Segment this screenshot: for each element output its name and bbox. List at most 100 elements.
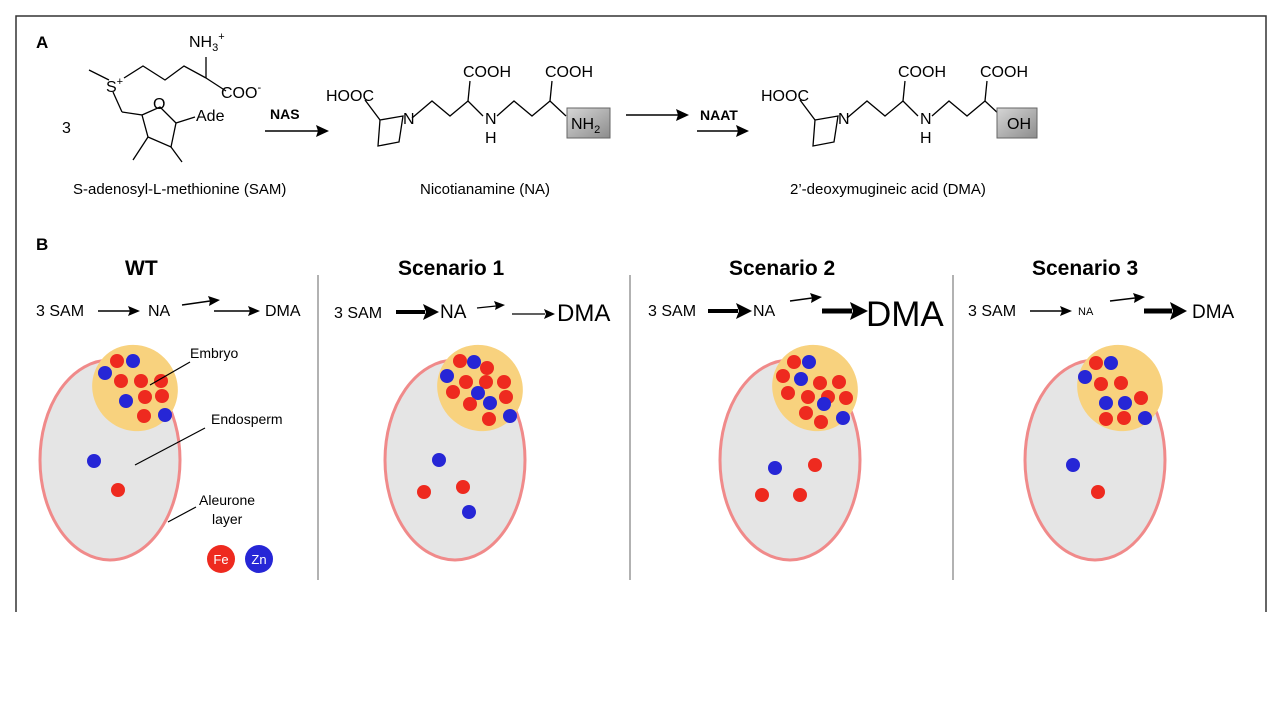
zinc-dot — [802, 355, 816, 369]
aleurone-pointer — [167, 506, 197, 523]
iron-dot — [155, 389, 169, 403]
zinc-dot — [1066, 458, 1080, 472]
pathway-dma: DMA — [557, 300, 610, 327]
dma-cooh2-label: COOH — [980, 64, 1028, 81]
embryo-dots — [417, 354, 517, 519]
pathway-sam: 3 SAM — [648, 303, 696, 320]
iron-dot — [1134, 391, 1148, 405]
pathway-arrow-2 — [181, 296, 220, 306]
pathway-na: NA — [753, 303, 776, 320]
na-cooh2-label: COOH — [545, 64, 593, 81]
zinc-dot — [119, 394, 133, 408]
iron-dot — [114, 374, 128, 388]
na-cooh1-label: COOH — [463, 64, 511, 81]
pathway-arrow-2 — [476, 301, 505, 310]
pathway-sam: 3 SAM — [36, 303, 84, 320]
iron-dot — [793, 488, 807, 502]
pathway-dma: DMA — [1192, 302, 1235, 323]
pathway-sam: 3 SAM — [334, 305, 382, 322]
figure-frame — [15, 15, 1267, 612]
endosperm-annotation: Endosperm — [211, 411, 283, 427]
embryo-dots — [87, 354, 172, 497]
na-hooc-label: HOOC — [326, 88, 374, 105]
legend-zn-swatch — [245, 545, 273, 573]
column-title: Scenario 2 — [729, 257, 835, 280]
dma-hydroxyl-highlight — [996, 107, 1038, 139]
iron-dot — [497, 375, 511, 389]
sam-structure — [88, 57, 227, 163]
iron-dot — [1099, 412, 1113, 426]
zinc-dot — [87, 454, 101, 468]
embryo-dots — [1066, 356, 1152, 499]
zinc-dot — [1099, 396, 1113, 410]
zinc-dot — [467, 355, 481, 369]
iron-dot — [1089, 356, 1103, 370]
pathway-arrow-2 — [789, 293, 822, 303]
iron-dot — [134, 374, 148, 388]
iron-dot — [480, 361, 494, 375]
iron-dot — [832, 375, 846, 389]
aleurone-annotation-line1: Aleurone — [199, 492, 255, 508]
iron-dot — [463, 397, 477, 411]
na-caption: Nicotianamine (NA) — [420, 181, 550, 198]
zinc-dot — [794, 372, 808, 386]
zinc-dot — [471, 386, 485, 400]
pathway-na: NA — [1078, 306, 1094, 318]
embryo-dots — [755, 355, 853, 502]
iron-dot — [1114, 376, 1128, 390]
pathway-arrow-3 — [512, 309, 555, 319]
iron-dot — [459, 375, 473, 389]
column-scenario-1: Scenario 1 3 SAM NA DMA — [334, 257, 610, 562]
pathway-na: NA — [440, 302, 467, 323]
column-title: WT — [125, 257, 158, 280]
iron-dot — [799, 406, 813, 420]
pathway-arrow-1 — [1030, 306, 1072, 316]
iron-dot — [446, 385, 460, 399]
iron-dot — [137, 409, 151, 423]
sam-caption: S-adenosyl-L-methionine (SAM) — [73, 181, 286, 198]
pathway-arrow-1 — [396, 304, 439, 320]
zinc-dot — [1118, 396, 1132, 410]
dma-h-label: H — [920, 130, 932, 147]
sam-ade-label: Ade — [196, 108, 225, 125]
zinc-dot — [98, 366, 112, 380]
dma-hooc-label: HOOC — [761, 88, 809, 105]
pathway-dma: DMA — [265, 303, 301, 320]
zinc-dot — [126, 354, 140, 368]
zinc-dot — [768, 461, 782, 475]
na-ring-nitrogen: N — [403, 111, 415, 128]
nas-arrow — [265, 125, 329, 137]
pathway-dma: DMA — [866, 295, 944, 334]
iron-dot — [417, 485, 431, 499]
panel-b-label: B — [36, 235, 48, 254]
legend-fe-swatch — [207, 545, 235, 573]
reaction-arrow — [626, 109, 689, 121]
iron-dot — [1117, 411, 1131, 425]
aleurone-annotation-line2: layer — [212, 511, 243, 527]
zinc-dot — [503, 409, 517, 423]
column-title: Scenario 3 — [1032, 257, 1138, 280]
panel-a-label: A — [36, 33, 48, 52]
dma-oh-label: OH — [1007, 116, 1031, 133]
pathway-arrow-3 — [1144, 302, 1187, 320]
column-wt: WT 3 SAM NA DMA Embryo Endosperm Aleuron… — [36, 257, 301, 573]
dma-structure — [799, 80, 1002, 147]
dma-nh-label: N — [920, 111, 932, 128]
iron-dot — [755, 488, 769, 502]
column-title: Scenario 1 — [398, 257, 505, 280]
pathway-sam: 3 SAM — [968, 303, 1016, 320]
pathway-arrow-2 — [1109, 293, 1145, 303]
iron-dot — [781, 386, 795, 400]
iron-dot — [110, 354, 124, 368]
na-nh-label: N — [485, 111, 497, 128]
sam-nh3-label: NH3+ — [189, 31, 225, 54]
iron-dot — [479, 375, 493, 389]
zinc-dot — [836, 411, 850, 425]
pathway-arrow-3 — [822, 302, 868, 320]
zinc-dot — [462, 505, 476, 519]
iron-dot — [808, 458, 822, 472]
pathway-arrow-3 — [214, 306, 260, 316]
na-nh2-label: NH2 — [571, 116, 600, 136]
sam-coo-label: COO- — [221, 82, 261, 102]
